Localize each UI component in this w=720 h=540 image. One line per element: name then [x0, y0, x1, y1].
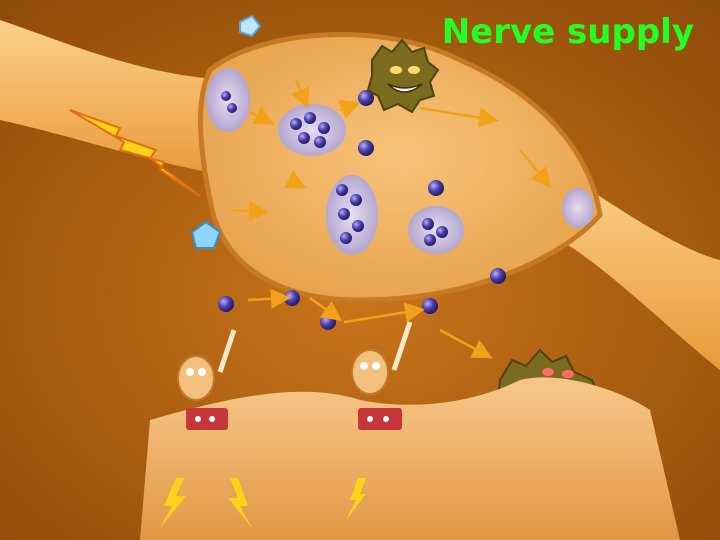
axon-right: [560, 170, 720, 370]
muscle-impulse-icons: [160, 478, 366, 528]
enzyme-monster-top: [366, 38, 440, 114]
flow-arrows: [229, 79, 552, 359]
slide-title: Nerve supply: [441, 12, 694, 52]
muscle-fiber: [140, 377, 680, 540]
vesicle-cluster: [206, 68, 594, 255]
receptor-figure-right: [351, 321, 413, 430]
calcium-ion: [190, 14, 262, 249]
axon-left: [0, 20, 260, 180]
nerve-impulse-icon: [69, 109, 201, 197]
receptor-figure-left: [177, 329, 237, 430]
